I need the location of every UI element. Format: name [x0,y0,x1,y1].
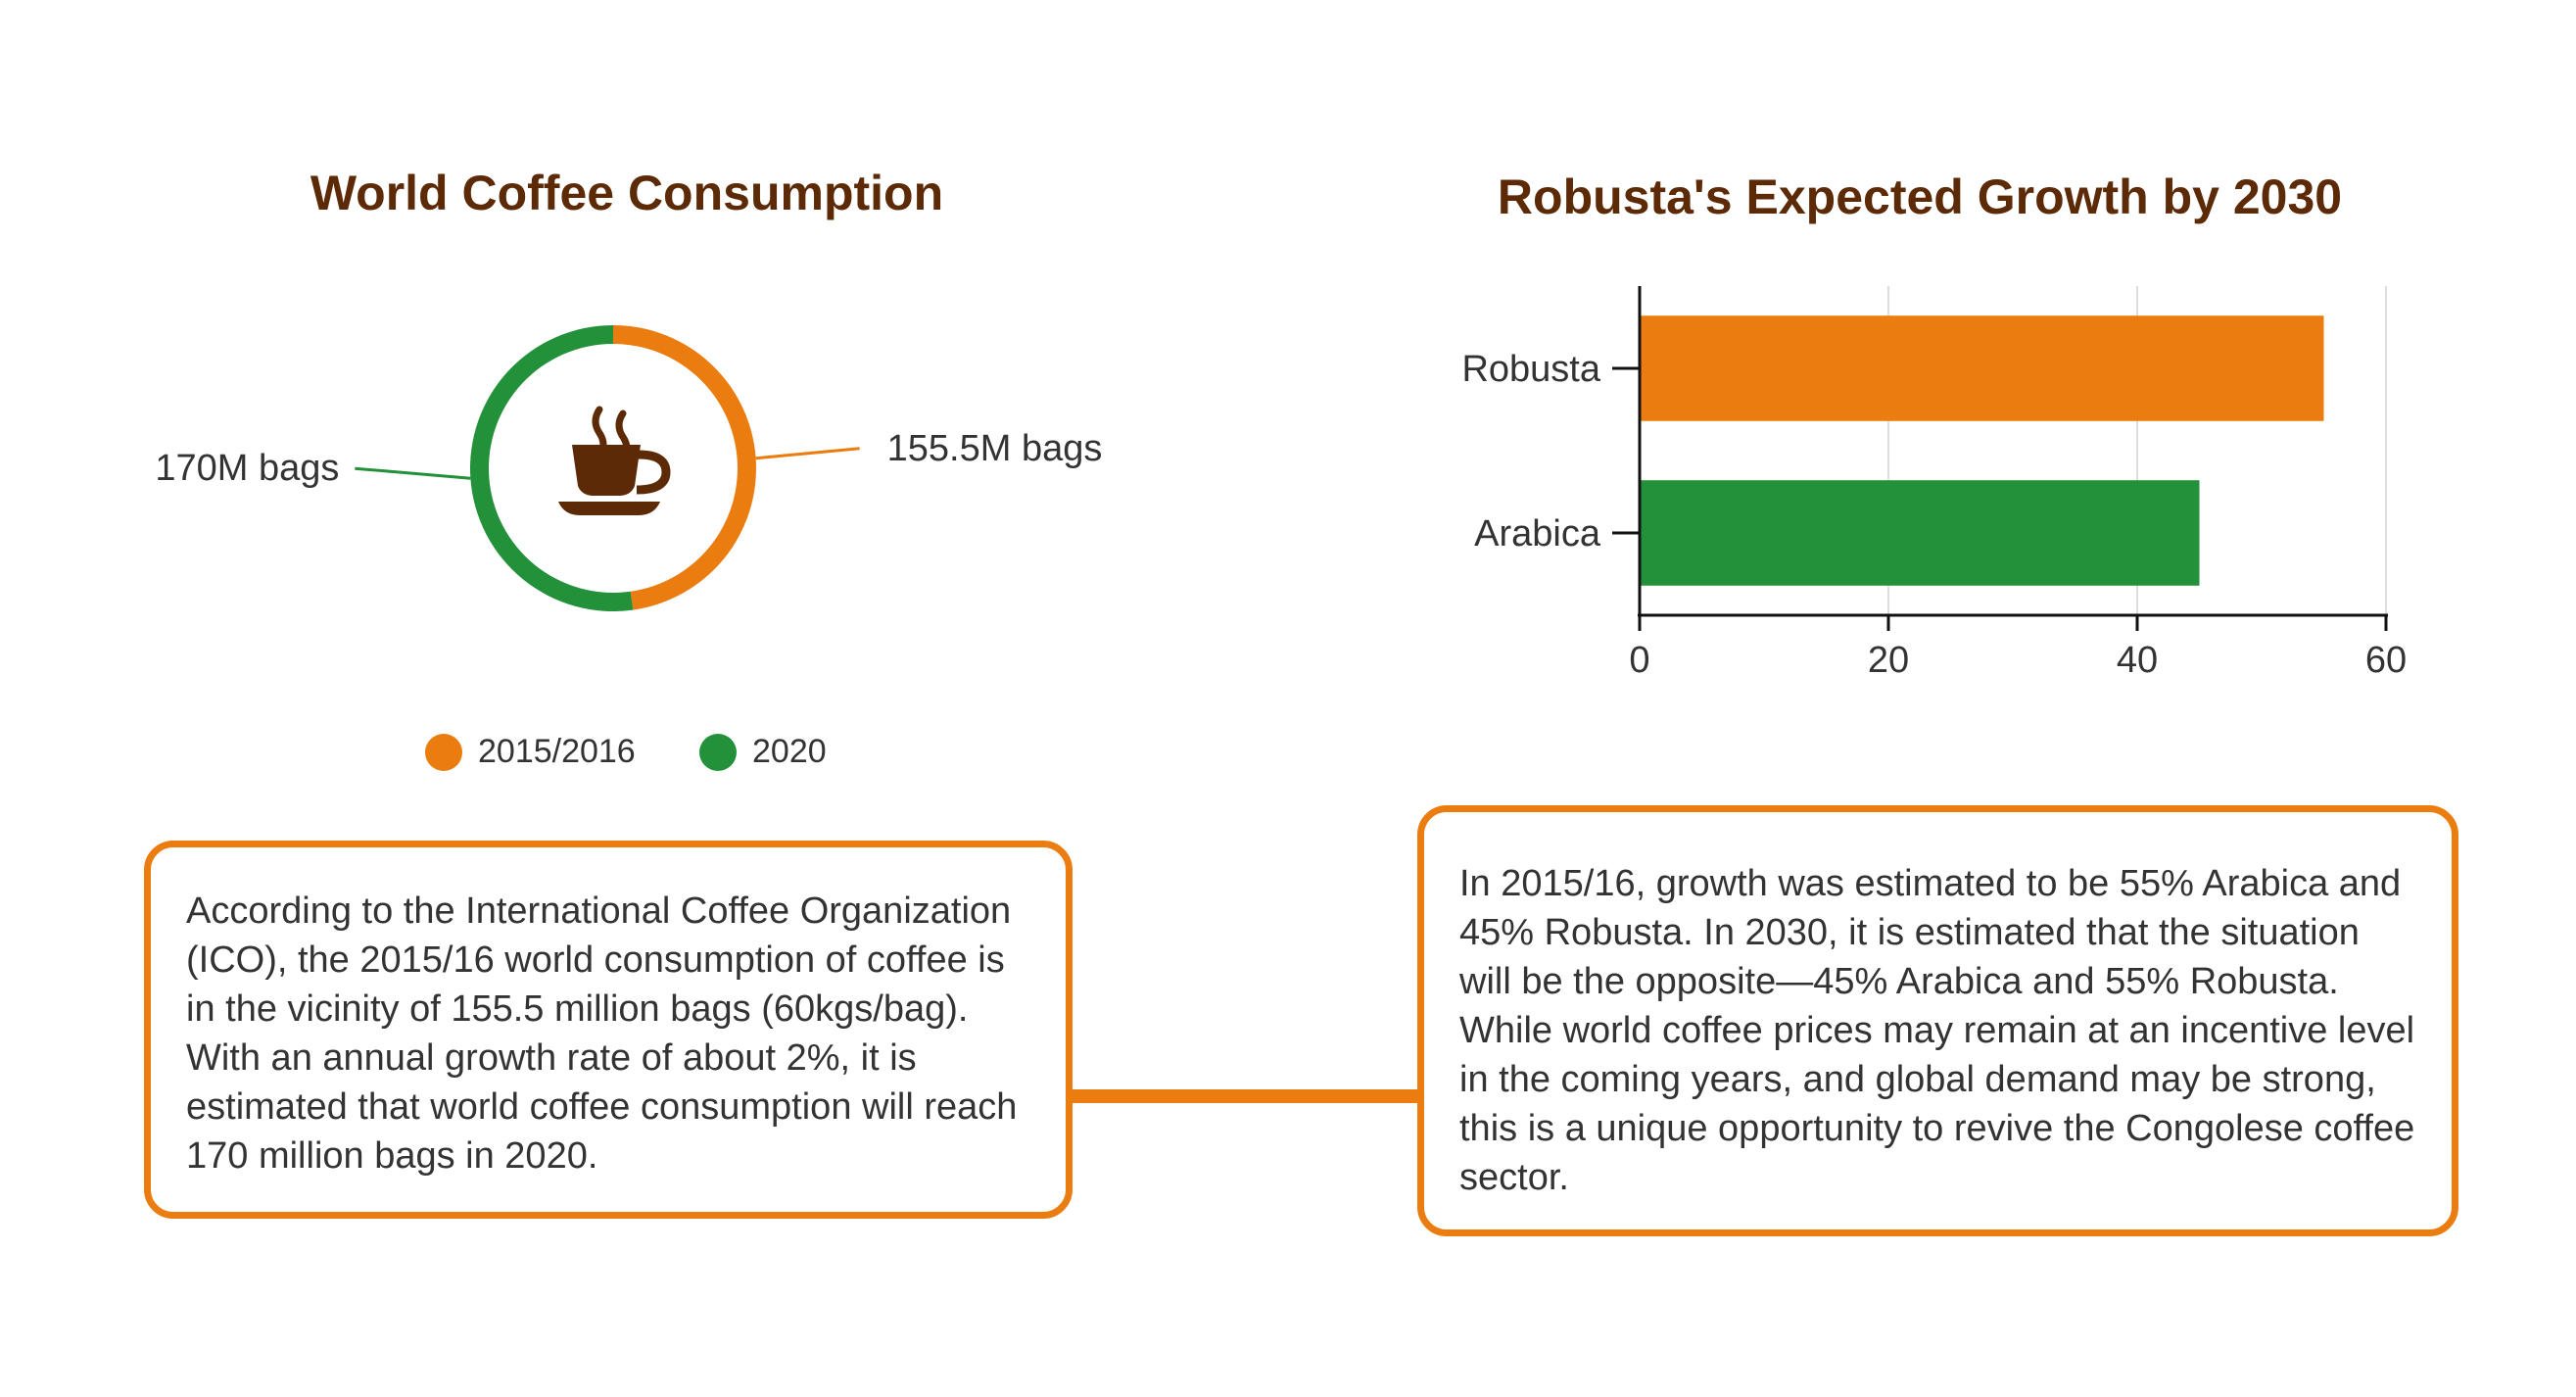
growth-description-box: In 2015/16, growth was estimated to be 5… [1417,805,2458,1236]
legend-label: 2020 [752,733,827,770]
x-tick-label-2: 40 [2117,640,2158,681]
donut-slices [469,325,756,612]
donut-slice-0 [613,325,756,610]
growth-description-text: In 2015/16, growth was estimated to be 5… [1459,863,2415,1198]
donut-slice-1 [469,325,634,612]
x-tick-label-0: 0 [1629,640,1649,681]
bar-robusta [1640,315,2324,421]
donut-chart-title: World Coffee Consumption [310,166,944,220]
bar-marks [1640,315,2324,586]
bar-chart-title: Robusta's Expected Growth by 2030 [1497,169,2343,224]
donut-labels: 155.5M bags 170M bags [155,428,1102,489]
legend-swatch-green [699,733,737,771]
donut-chart: 155.5M bags 170M bags [155,325,1102,612]
coffee-cup-icon [558,406,671,515]
y-tick-label-0: Robusta [1461,349,1600,390]
consumption-description-text: According to the International Coffee Or… [186,891,1018,1177]
connector-line [1073,1089,1417,1103]
donut-data-label-1: 170M bags [155,448,339,489]
donut-leader-line-0 [755,447,860,460]
donut-data-label-0: 155.5M bags [887,428,1103,469]
x-tick-label-3: 60 [2365,640,2407,681]
consumption-description-box: According to the International Coffee Or… [144,841,1073,1219]
legend-swatch-orange [425,733,462,771]
y-tick-label-1: Arabica [1474,513,1601,554]
donut-leader-line-1 [355,466,471,480]
donut-legend: 2015/2016 2020 [0,733,1273,792]
legend-item-2015-2016: 2015/2016 [425,733,636,771]
bar-arabica [1640,480,2200,586]
legend-label: 2015/2016 [478,733,636,770]
legend-item-2020: 2020 [699,733,827,771]
x-tick-label-1: 20 [1868,640,1909,681]
